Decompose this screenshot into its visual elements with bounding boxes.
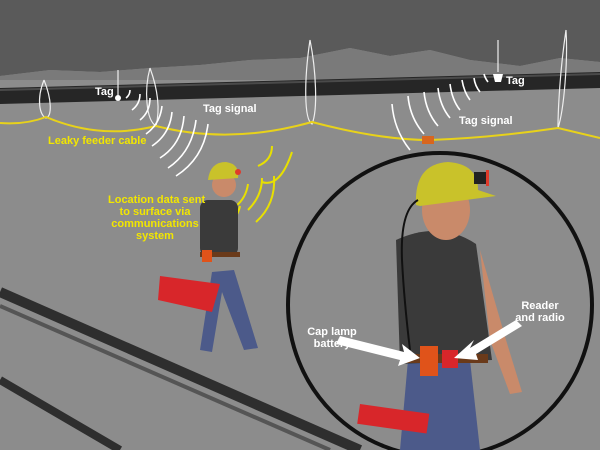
location-data-line: system <box>136 230 174 242</box>
reader-radio-line: and radio <box>515 312 565 324</box>
tunnel-ceiling <box>0 0 600 76</box>
reader-radio-line: Reader <box>521 300 559 312</box>
pipe <box>0 72 600 104</box>
tag-signal-label-right: Tag signal <box>459 115 513 127</box>
cap-lamp-label: Cap lamp battery <box>300 326 364 350</box>
reader-arrow <box>454 320 522 360</box>
reader-radio-label: Reader and radio <box>510 300 570 324</box>
cable-amplifier <box>422 136 434 144</box>
tag-signal-label-left: Tag signal <box>203 103 257 115</box>
ceiling-shade <box>0 48 600 80</box>
tag-signal-waves-left <box>125 89 209 177</box>
tag-label-right: Tag <box>506 75 525 87</box>
tag-right-icon <box>493 74 503 82</box>
location-data-line: to surface via <box>119 206 191 218</box>
tag-left-icon <box>115 95 121 101</box>
leaky-feeder-cable <box>0 115 600 142</box>
location-data-line: Location data sent <box>108 194 206 206</box>
mine-rails <box>0 287 363 450</box>
location-data-label: Location data sent to surface via commun… <box>108 194 206 242</box>
leaky-feeder-label: Leaky feeder cable <box>48 135 147 147</box>
miner-small <box>158 162 258 352</box>
location-data-line: communications <box>111 218 199 230</box>
tag-signal-waves-right <box>391 73 489 151</box>
miner-large <box>357 162 522 450</box>
cap-lamp-line: Cap lamp <box>307 326 357 338</box>
cap-lamp-line: battery <box>313 338 351 350</box>
cap-lamp-arrow <box>336 336 420 366</box>
tag-label-left: Tag <box>95 86 114 98</box>
